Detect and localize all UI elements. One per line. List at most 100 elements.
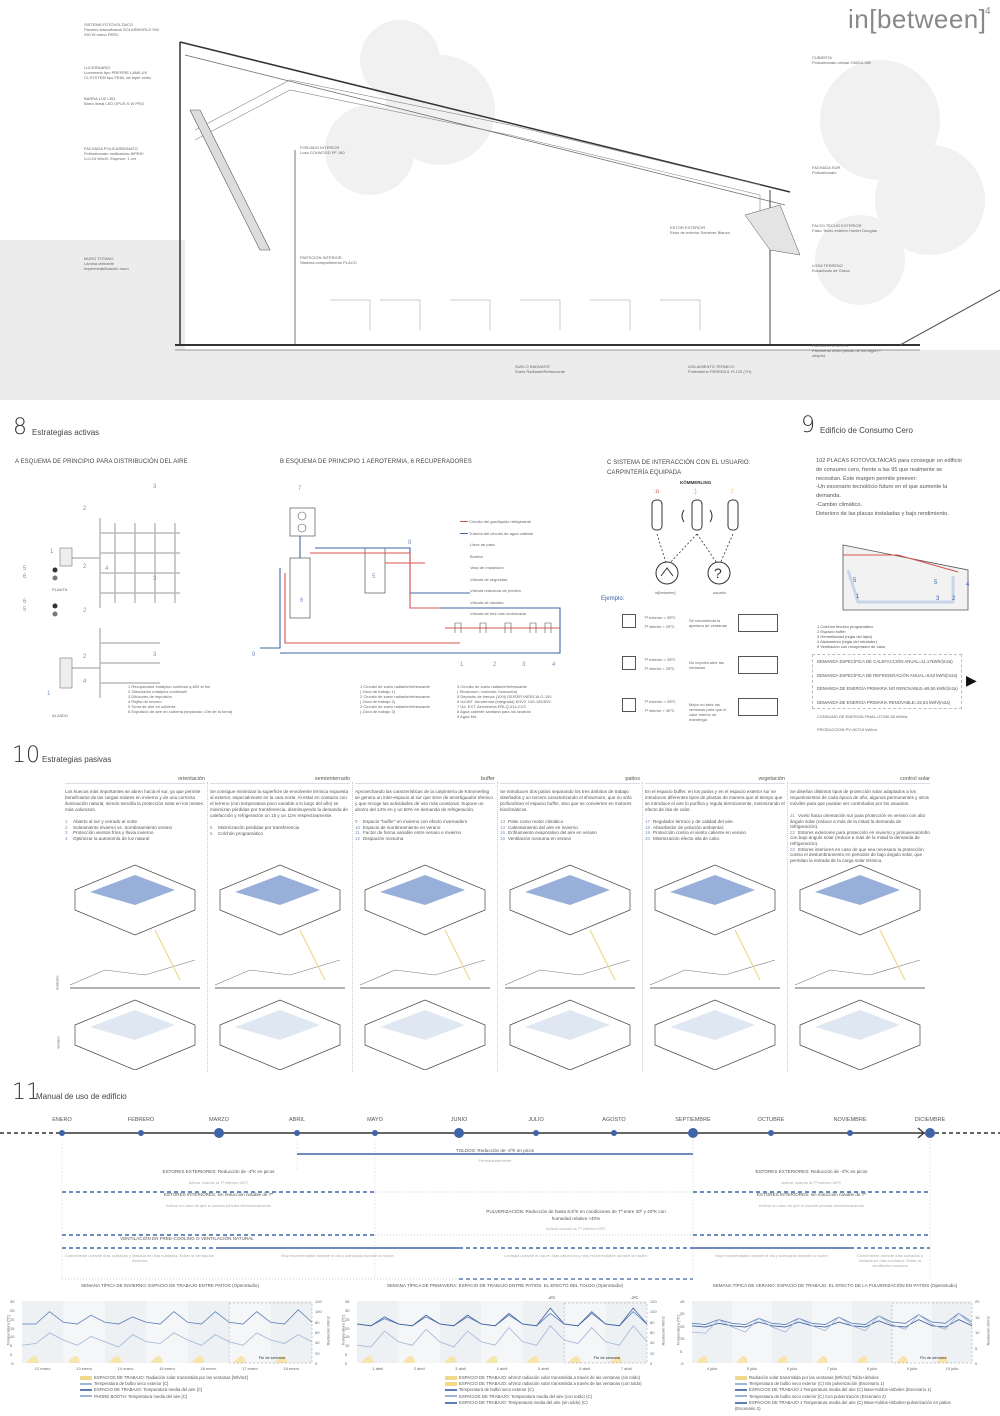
strategy-highlight	[815, 875, 900, 905]
strategy-highlight	[380, 1010, 465, 1040]
month-label: AGOSTO	[602, 1117, 626, 1123]
series-line	[691, 1312, 973, 1334]
item-number: 18	[645, 824, 651, 830]
radiation-area	[856, 1356, 868, 1363]
month-marker[interactable]	[925, 1128, 935, 1138]
building-section-drawing	[0, 20, 1000, 400]
pv-production: PRODUCCIÓN PV=30719 kWh/a	[817, 727, 877, 732]
brand-logo: KÖMMERLING	[680, 480, 712, 485]
ventilacion-note: Limitada durante el día en días caluroso…	[504, 1253, 648, 1258]
day-band	[605, 1301, 647, 1363]
svg-text:5: 5	[23, 566, 27, 572]
y-tick-label: 35	[680, 1311, 685, 1317]
legend-item: ESPACIOS DE TRABAJO: Temperatura media d…	[445, 1394, 675, 1400]
legend-swatch	[445, 1389, 457, 1392]
estores-ext-label-1: ESTORES EXTERIORES: Reducción de -4ºK en…	[162, 1169, 275, 1174]
radiation-area	[485, 1356, 498, 1363]
svg-text:5: 5	[853, 578, 857, 584]
legend-item: ESPACIO DE TRABAJO: Temperatura media de…	[80, 1387, 310, 1393]
month-marker[interactable]	[372, 1130, 378, 1136]
month-marker[interactable]	[847, 1130, 853, 1136]
month-marker[interactable]	[533, 1130, 539, 1136]
y2-tick-label: 100	[315, 1309, 322, 1315]
scheme-a-title: A ESQUEMA DE PRINCIPIO PARA DISTRIBUCIÓN…	[15, 459, 188, 465]
y2-tick-label: 100	[650, 1309, 657, 1315]
x-tick-label: 10 julio	[945, 1366, 959, 1371]
svg-text:1: 1	[47, 691, 51, 697]
radiation-area	[274, 1356, 288, 1363]
month-marker[interactable]	[59, 1130, 65, 1136]
month-marker[interactable]	[611, 1130, 617, 1136]
legend-item: ESPACIOS DE TRABAJO: Radiación solar tra…	[80, 1375, 310, 1381]
svg-text:5: 5	[372, 574, 376, 580]
radiation-area	[568, 1356, 581, 1363]
month-marker[interactable]	[138, 1130, 144, 1136]
chart-title: SEMANA TÍPICA DE VERANO: ESPACIO DE TRAB…	[712, 1283, 958, 1288]
svg-text:6: 6	[23, 599, 27, 605]
month-marker[interactable]	[688, 1128, 698, 1138]
svg-text:1: 1	[460, 662, 464, 668]
month-marker[interactable]	[294, 1130, 300, 1136]
column-heading: control solar	[790, 776, 930, 784]
chart-annotation: Fin de semana	[593, 1355, 621, 1360]
estores-int-label-1: ESTORES INTERIORES: sin reducción notabl…	[163, 1192, 274, 1197]
legend-text: ESPACIO DE TRABAJO: wh/m2 radiación sola…	[459, 1375, 641, 1380]
y-tick-label: 15	[10, 1325, 15, 1331]
legend-swatch	[735, 1389, 747, 1392]
day-band	[852, 1301, 892, 1363]
label-title: BARRA LUZ LED	[84, 96, 116, 101]
legend-text: ESPACIOS DE TRABAJO 1 Temperatura media …	[749, 1387, 932, 1393]
plug-icon: ▶	[966, 672, 977, 688]
label-title: MURO TOTANO	[84, 256, 114, 261]
scheme-c-title: C SISTEMA DE INTERACCIÓN CON EL USUARIO:…	[607, 460, 751, 476]
radiation-area	[696, 1356, 708, 1363]
svg-text:6: 6	[300, 598, 304, 604]
svg-text:2: 2	[83, 654, 87, 660]
legend-swatch	[80, 1375, 92, 1380]
final-energy-consumption: CONSUMO DE ENERGÍA FINAL=27430.50 kWh/a	[817, 714, 908, 719]
legend-text: Radiación solar transmitida por las vent…	[749, 1375, 879, 1380]
month-marker[interactable]	[214, 1128, 224, 1138]
item-number: 13	[500, 819, 506, 824]
month-label: JULIO	[528, 1117, 544, 1123]
example-label: Ejemplo:	[601, 596, 625, 602]
y-tick-label: 0	[345, 1361, 348, 1366]
line-chart	[356, 1301, 648, 1364]
svg-text:6: 6	[23, 574, 27, 580]
month-marker[interactable]	[768, 1130, 774, 1136]
sun-ray	[444, 929, 471, 981]
y-tick-label: 45	[680, 1299, 685, 1304]
svg-text:3: 3	[153, 576, 157, 582]
legend-item: Temperatura de bulbo seco exterior [C]	[80, 1381, 310, 1387]
month-marker[interactable]	[454, 1128, 464, 1138]
day-band	[522, 1301, 565, 1363]
svg-text:4: 4	[105, 566, 109, 572]
y2-tick-label: 0	[650, 1361, 653, 1366]
ventilacion-note: Conveniente durante días soleados y limi…	[856, 1253, 924, 1268]
toldos-note: Permanentemente	[478, 1158, 512, 1163]
label-line: Paneles fotovoltaicos SOLARWORLD SW	[84, 27, 159, 32]
item-text: Optimizar la autonomía de luz natural	[73, 835, 150, 841]
estores-int-label-2: ESTORES INTERIORES: sin reducción notabl…	[756, 1192, 867, 1197]
item-text: Minimización pérdidas por transferencia	[218, 825, 300, 830]
svg-text:2: 2	[83, 506, 87, 512]
window-handle-interaction-diagram: ?	[651, 499, 739, 585]
svg-text:?: ?	[714, 565, 722, 581]
item-text: Regulador térmico y de calidad del aire.	[653, 819, 734, 824]
radiation-area	[361, 1356, 374, 1363]
x-tick-label: 3 abril	[455, 1366, 467, 1371]
column-heading: buffer	[355, 776, 495, 784]
strategy-highlight	[235, 875, 320, 905]
